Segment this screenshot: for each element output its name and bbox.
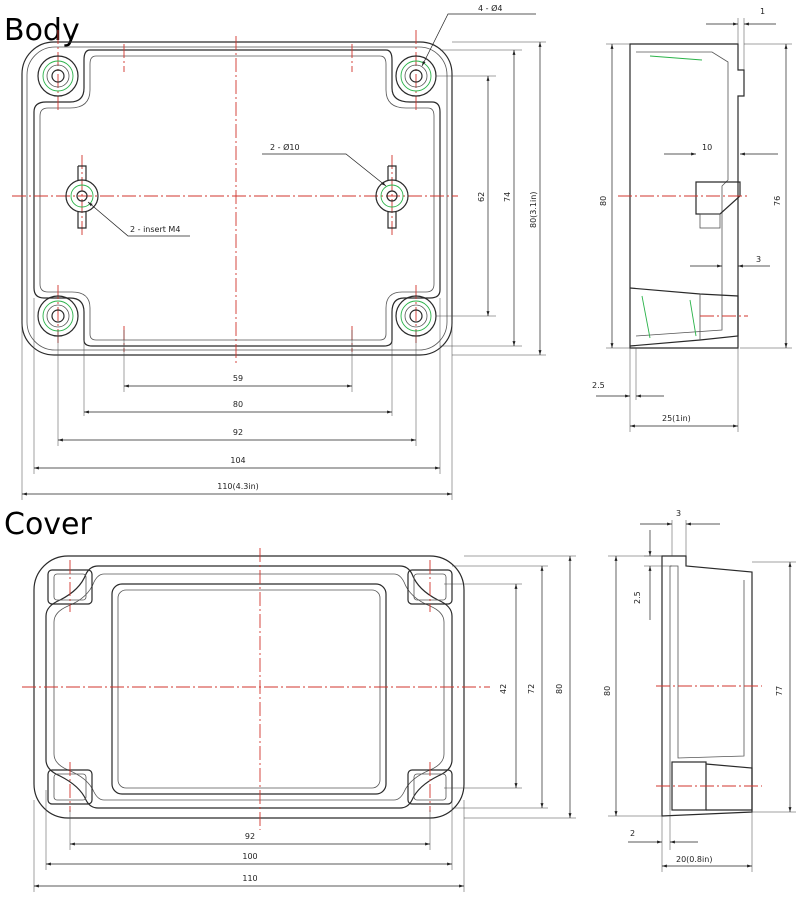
cover-dim-72: 72 (527, 684, 536, 694)
corner-hole-top-left (37, 55, 79, 97)
body-front-view: 4 - Ø4 2 - Ø10 2 - insert M4 59 80 92 10… (12, 3, 546, 500)
insert-callout-label: 2 - insert M4 (130, 225, 180, 234)
cover-side-dim-77: 77 (775, 686, 784, 696)
cover-dim-100: 100 (242, 852, 257, 861)
leader-line (262, 153, 387, 187)
body-side-view: 1 10 3 80 76 2.5 25(1in) (592, 7, 792, 432)
side-dim-10: 10 (702, 143, 712, 152)
side-dim-80: 80 (599, 196, 608, 206)
dim-74: 74 (503, 192, 512, 202)
dim-80-inch: 80(3.1in) (529, 192, 538, 228)
body-outer-outline (21, 41, 453, 356)
dim-59: 59 (233, 374, 243, 383)
cover-side-view: 3 2.5 80 77 2 20(0.8in) (603, 509, 796, 872)
cover-dim-92: 92 (245, 832, 255, 841)
cover-side-dim-2: 2 (630, 829, 635, 838)
body-cavity-outline (33, 49, 441, 347)
dim-62: 62 (477, 192, 486, 202)
side-dim-1: 1 (760, 7, 765, 16)
cover-side-dim-20: 20(0.8in) (676, 855, 712, 864)
dim-104: 104 (230, 456, 245, 465)
body-title: Body (4, 13, 80, 48)
cover-dim-110: 110 (242, 874, 257, 883)
boss-callout-label: 2 - Ø10 (270, 142, 300, 152)
cover-side-dim-3: 3 (676, 509, 681, 518)
body-outer-inner-edge (26, 46, 448, 351)
side-dim-25: 25(1in) (662, 414, 691, 423)
body-cavity-inner-edge (39, 55, 435, 341)
insert-boss-left (65, 165, 99, 229)
dim-110: 110(4.3in) (217, 482, 259, 491)
cover-inner-panel (111, 583, 387, 795)
cover-side-dim-80: 80 (603, 686, 612, 696)
leader-line (87, 201, 190, 237)
side-dim-3: 3 (756, 255, 761, 264)
cover-dim-42: 42 (499, 684, 508, 694)
side-dim-76: 76 (773, 196, 782, 206)
dim-80: 80 (233, 400, 243, 409)
insert-boss-right (375, 165, 409, 229)
leader-line (421, 13, 536, 67)
cover-front-view: 92 100 110 42 72 80 (22, 548, 576, 892)
cover-title: Cover (4, 507, 92, 542)
cover-dim-80: 80 (555, 684, 564, 694)
dim-92: 92 (233, 428, 243, 437)
side-dim-2.5: 2.5 (592, 381, 605, 390)
hole-callout-label: 4 - Ø4 (478, 3, 502, 13)
cover-side-dim-2.5: 2.5 (633, 591, 642, 604)
